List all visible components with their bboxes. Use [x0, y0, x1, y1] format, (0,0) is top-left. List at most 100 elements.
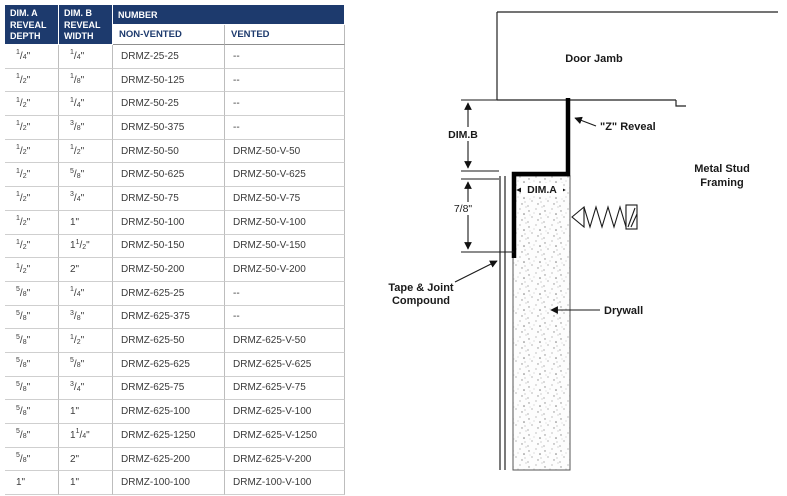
cell-vented: DRMZ-50-V-200: [225, 258, 345, 282]
drywall-label: Drywall: [604, 305, 643, 317]
cell-dim-b: 3/4": [59, 376, 113, 401]
cell-vented: DRMZ-50-V-625: [225, 163, 345, 188]
cell-non-vented: DRMZ-625-375: [113, 305, 225, 330]
cell-dim-b: 1": [59, 471, 113, 496]
door-jamb-label: Door Jamb: [565, 53, 623, 65]
screw-icon: [571, 204, 638, 230]
cell-vented: --: [225, 305, 345, 330]
cell-non-vented: DRMZ-50-100: [113, 210, 225, 235]
cell-dim-a: 5/8": [5, 305, 59, 330]
cell-dim-b: 5/8": [59, 163, 113, 188]
cell-non-vented: DRMZ-625-100: [113, 400, 225, 424]
cell-dim-a: 5/8": [5, 376, 59, 401]
compound-layer-lines: [499, 176, 506, 470]
flange-depth-label-bg: [447, 202, 479, 215]
cell-non-vented: DRMZ-25-25: [113, 45, 225, 69]
metal-stud-framing-label-line2: Framing: [700, 177, 743, 189]
cell-dim-a: 5/8": [5, 352, 59, 377]
table-header: DIM. A REVEAL DEPTH DIM. B REVEAL WIDTH …: [5, 5, 345, 45]
cell-non-vented: DRMZ-50-375: [113, 116, 225, 140]
door-jamb-outline: [496, 11, 778, 107]
cell-non-vented: DRMZ-625-625: [113, 352, 225, 377]
cell-dim-b: 1/4": [59, 45, 113, 69]
tape-joint-compound-label-line2: Compound: [392, 295, 450, 307]
cell-dim-a: 1/2": [5, 92, 59, 117]
cell-dim-a: 5/8": [5, 424, 59, 448]
cell-dim-b: 1/4": [59, 281, 113, 306]
drywall-section: [512, 175, 571, 471]
cell-non-vented: DRMZ-100-100: [113, 471, 225, 496]
cell-vented: DRMZ-625-V-1250: [225, 424, 345, 448]
cell-dim-b: 1": [59, 210, 113, 235]
cell-dim-a: 1/2": [5, 139, 59, 164]
cell-dim-a: 1/2": [5, 116, 59, 140]
cell-dim-b: 5/8": [59, 352, 113, 377]
dim-b-label-bg: [443, 127, 484, 141]
cell-dim-a: 1/2": [5, 258, 59, 282]
cell-vented: DRMZ-625-V-50: [225, 329, 345, 353]
dim-b-label: DIM.B: [448, 129, 478, 141]
cell-vented: DRMZ-625-V-625: [225, 352, 345, 377]
cell-dim-a: 1/2": [5, 68, 59, 93]
cell-non-vented: DRMZ-50-125: [113, 68, 225, 93]
cell-dim-b: 1": [59, 400, 113, 424]
cell-vented: DRMZ-625-V-75: [225, 376, 345, 401]
cell-dim-b: 1/4": [59, 92, 113, 117]
dim-a-label-bg: [521, 183, 563, 196]
tape-joint-compound-label: Tape & Joint: [388, 282, 454, 294]
tape-compound-arrow: [454, 260, 498, 283]
cell-dim-b: 1/8": [59, 68, 113, 93]
z-reveal-arrow: [574, 116, 597, 127]
cell-dim-a: 1": [5, 471, 59, 496]
cell-vented: DRMZ-50-V-150: [225, 234, 345, 259]
cell-dim-b: 3/8": [59, 305, 113, 330]
installation-detail-diagram: Door Jamb DIM.B 7/8" DIM.A "Z" Reve: [367, 0, 787, 496]
col-header-number: NUMBER: [113, 5, 345, 25]
z-reveal-label: "Z" Reveal: [600, 121, 656, 133]
cell-vented: DRMZ-625-V-200: [225, 447, 345, 472]
cell-dim-a: 5/8": [5, 281, 59, 306]
cell-non-vented: DRMZ-625-1250: [113, 424, 225, 448]
cell-dim-b: 1/2": [59, 139, 113, 164]
reveal-spec-table: DIM. A REVEAL DEPTH DIM. B REVEAL WIDTH …: [5, 5, 345, 496]
col-header-vented: VENTED: [225, 25, 345, 45]
metal-stud-framing-label: Metal Stud: [694, 163, 750, 175]
cell-non-vented: DRMZ-625-25: [113, 281, 225, 306]
cell-vented: DRMZ-625-V-100: [225, 400, 345, 424]
cell-dim-a: 5/8": [5, 447, 59, 472]
cell-vented: DRMZ-50-V-100: [225, 210, 345, 235]
detail-drawing: Door Jamb DIM.B 7/8" DIM.A "Z" Reve: [388, 11, 778, 471]
cell-dim-b: 3/4": [59, 187, 113, 211]
table-row: 1/2"1/8"DRMZ-50-125--: [5, 68, 345, 93]
cell-dim-b: 3/8": [59, 116, 113, 140]
cell-vented: --: [225, 281, 345, 306]
cell-dim-b: 1/2": [59, 329, 113, 353]
cell-non-vented: DRMZ-50-25: [113, 92, 225, 117]
cell-dim-a: 5/8": [5, 329, 59, 353]
cell-dim-b: 2": [59, 447, 113, 472]
table-row: 5/8"3/8"DRMZ-625-375--: [5, 305, 345, 330]
table-row: 1/2"1/4"DRMZ-50-25--: [5, 92, 345, 117]
cell-vented: DRMZ-100-V-100: [225, 471, 345, 496]
col-header-dim-b: DIM. B REVEAL WIDTH: [59, 5, 113, 45]
cell-dim-a: 1/2": [5, 163, 59, 188]
cell-dim-a: 5/8": [5, 400, 59, 424]
cell-vented: --: [225, 68, 345, 93]
cell-vented: DRMZ-50-V-75: [225, 187, 345, 211]
cell-non-vented: DRMZ-50-150: [113, 234, 225, 259]
cell-vented: DRMZ-50-V-50: [225, 139, 345, 164]
cell-vented: --: [225, 45, 345, 69]
